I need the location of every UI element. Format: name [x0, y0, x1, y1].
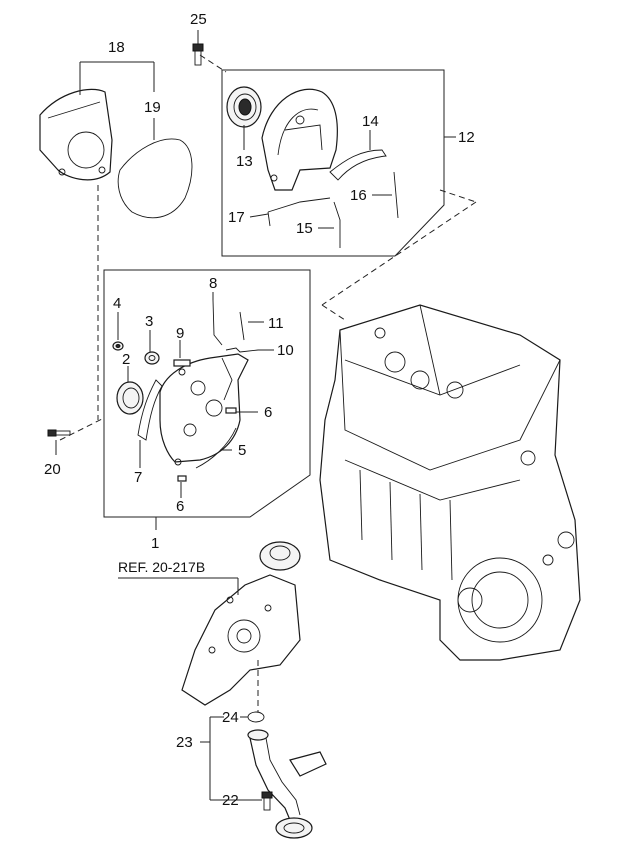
- callout-14: 14: [362, 113, 379, 130]
- callout-2: 2: [122, 351, 130, 368]
- callout-1: 1: [151, 535, 159, 552]
- strip-11: [239, 311, 245, 341]
- upper-timing-cover: [261, 88, 338, 191]
- callout-22: 22: [222, 792, 239, 809]
- callout-10: 10: [277, 342, 294, 359]
- callout-23: 23: [176, 734, 193, 751]
- bolt-20: [47, 429, 71, 455]
- engine-block: [319, 304, 581, 661]
- o-ring-24: [240, 711, 265, 723]
- callout-13: 13: [236, 153, 253, 170]
- callout-25: 25: [190, 11, 207, 28]
- callout-11: 11: [268, 315, 284, 332]
- callout-15: 15: [296, 220, 313, 237]
- gasket-19: [117, 118, 193, 219]
- bolt-22: [246, 791, 273, 811]
- leaders-group-1: [117, 292, 274, 498]
- dowel-6-right: [225, 407, 237, 414]
- pipe-10: [221, 347, 259, 401]
- callout-6a: 6: [264, 404, 272, 421]
- callout-8: 8: [209, 275, 217, 292]
- callout-3: 3: [145, 313, 153, 330]
- callout-7: 7: [134, 469, 142, 486]
- gasket-7: [137, 379, 163, 441]
- front-cover: [159, 353, 249, 466]
- callout-16: 16: [350, 187, 367, 204]
- seal-strip-17: [267, 197, 331, 227]
- callout-9: 9: [176, 325, 184, 342]
- dowel-6-bottom: [177, 475, 187, 482]
- leaders-group-12: [243, 125, 392, 229]
- washer-4: [112, 341, 124, 351]
- ring-3: [144, 351, 160, 365]
- oil-seal-13: [226, 86, 262, 128]
- oil-pump: [118, 541, 301, 706]
- plate-9: [173, 359, 191, 367]
- callout-5: 5: [238, 442, 246, 459]
- oil-seal-2: [116, 381, 144, 415]
- callout-6b: 6: [176, 498, 184, 515]
- callout-12: 12: [458, 129, 475, 146]
- callout-20: 20: [44, 461, 61, 478]
- lower-cover-18: [39, 61, 155, 181]
- strip-8: [212, 299, 223, 346]
- callout-17: 17: [228, 209, 245, 226]
- group-box-12: [199, 54, 477, 321]
- gasket-5: [195, 427, 237, 469]
- seal-strip-16: [393, 171, 399, 219]
- group-box-1: [59, 269, 311, 530]
- seal-strip-15: [333, 201, 341, 248]
- callout-19: 19: [144, 99, 161, 116]
- callout-18: 18: [108, 39, 125, 56]
- bolt-25: [192, 30, 204, 66]
- oil-strainer-23: [200, 716, 327, 839]
- gasket-14: [329, 149, 387, 181]
- reference-label: REF. 20-217B: [118, 559, 205, 575]
- callout-24: 24: [222, 709, 239, 726]
- callout-4: 4: [113, 295, 121, 312]
